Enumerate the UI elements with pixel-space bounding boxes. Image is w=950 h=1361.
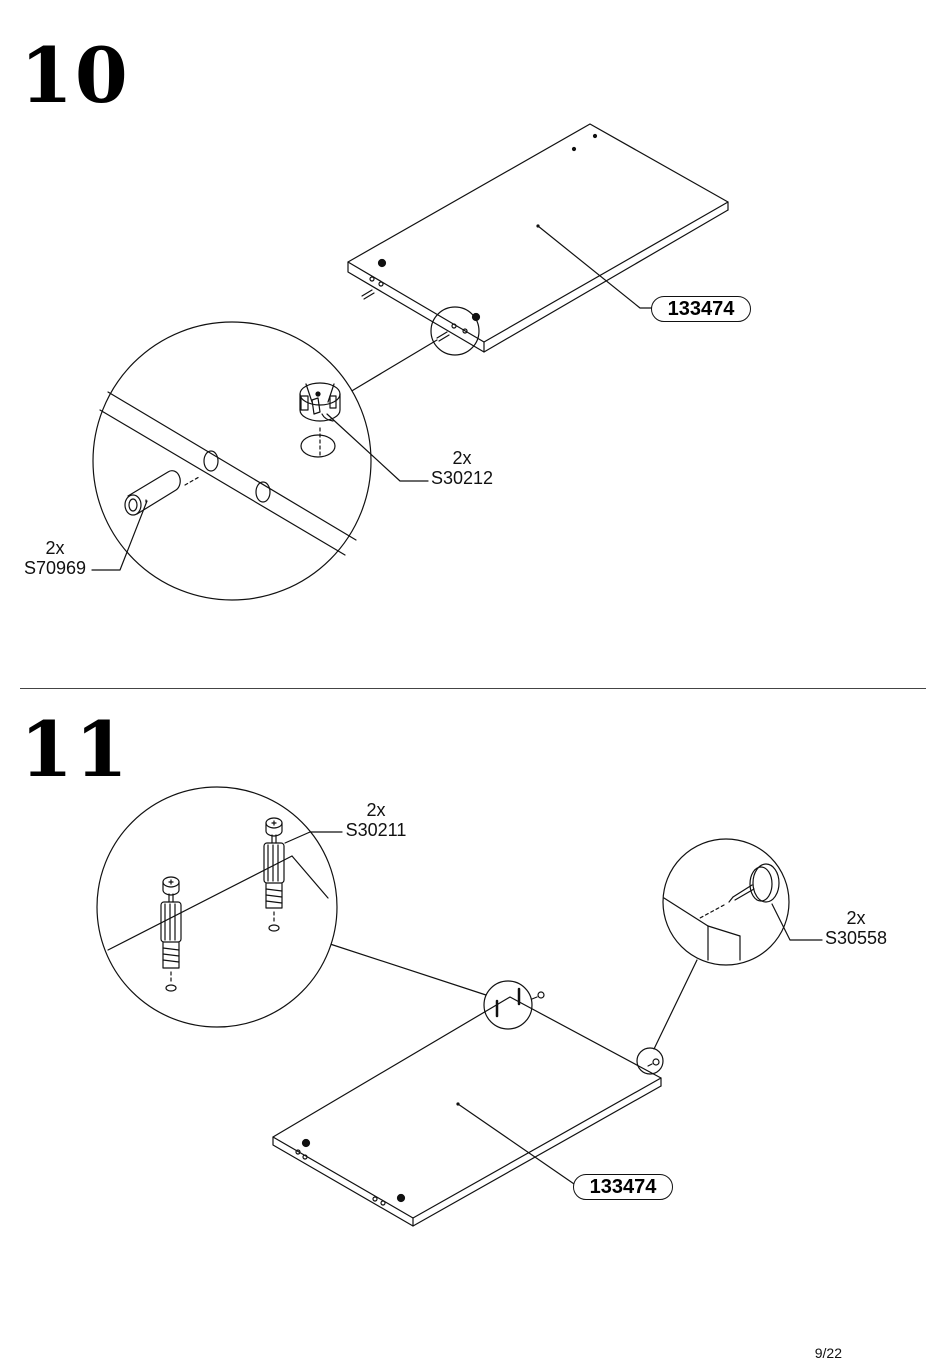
hardware-code: S30211	[345, 820, 407, 840]
detail-marker	[431, 307, 479, 355]
cam-bolt-icon	[497, 989, 519, 1016]
magnified-detail-step11-plug	[663, 839, 789, 965]
detail-marker	[637, 1048, 663, 1074]
hardware-callout-cam-lock: 2x S30212	[426, 448, 498, 488]
hardware-callout-dowel: 2x S70969	[20, 538, 90, 578]
wall-plug-icon	[700, 864, 779, 918]
dowel-icon	[437, 332, 449, 341]
wall-plug-icon	[532, 992, 659, 1066]
step-divider	[20, 688, 926, 689]
hardware-code: S30558	[824, 928, 888, 948]
hardware-callout-wall-plug: 2x S30558	[820, 908, 892, 948]
hardware-callout-cam-bolt: 2x S30211	[340, 800, 412, 840]
cam-lock-icon	[300, 383, 340, 421]
hardware-code: S30212	[430, 468, 494, 488]
detail-marker	[484, 981, 532, 1029]
hardware-quantity: 2x	[452, 448, 472, 468]
page-number: 9/22	[814, 1345, 842, 1361]
panel-step11	[273, 989, 661, 1226]
cam-bolt-icon	[161, 877, 181, 991]
panel-part-tag: 133474	[573, 1174, 673, 1200]
dowel-icon	[125, 471, 199, 515]
hardware-quantity: 2x	[45, 538, 65, 558]
step-number: 10	[20, 31, 130, 120]
magnified-detail-step11-bolts	[97, 787, 337, 1027]
step-number: 11	[20, 705, 130, 794]
hardware-code: S70969	[23, 558, 87, 578]
cam-bolt-icon	[264, 818, 284, 931]
magnified-detail-step10	[93, 322, 371, 600]
dowel-icon	[362, 290, 374, 299]
hardware-quantity: 2x	[366, 800, 386, 820]
panel-part-tag: 133474	[651, 296, 751, 322]
hardware-quantity: 2x	[846, 908, 866, 928]
